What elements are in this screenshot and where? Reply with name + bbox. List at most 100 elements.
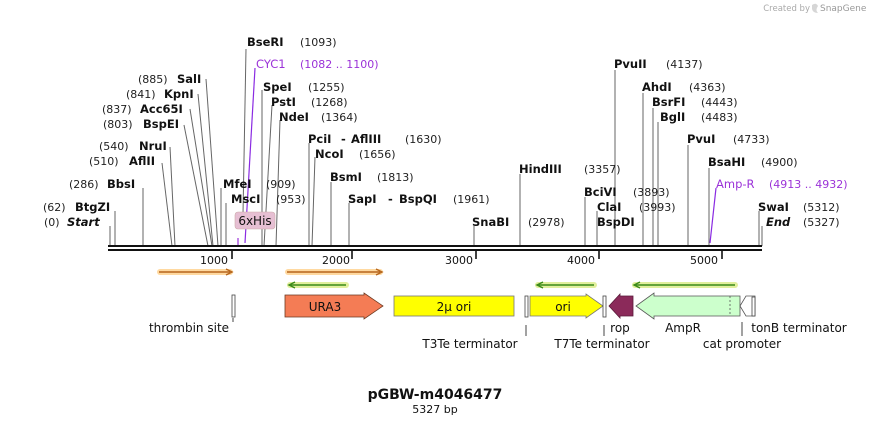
- feature-ampr[interactable]: AmpR: [635, 292, 741, 335]
- annotation-cyc1[interactable]: CYC1 (1082 .. 1100): [256, 57, 379, 71]
- site-msci[interactable]: MscI (953): [231, 192, 306, 206]
- feature-6xhis[interactable]: 6xHis: [234, 211, 276, 246]
- site-bseri[interactable]: BseRI (1093): [247, 35, 337, 49]
- feature-tonb-terminator[interactable]: tonB terminator: [751, 296, 847, 335]
- site-name: PciI: [308, 132, 331, 146]
- site-labels: (0) Start (62) BtgZI (286) BbsI (510) Af…: [43, 35, 848, 229]
- site-pos: (540): [99, 140, 129, 153]
- site-end[interactable]: End (5327): [766, 215, 840, 229]
- site-bsahi[interactable]: BsaHI (4900): [708, 155, 798, 169]
- site-pos: (3893): [633, 186, 670, 199]
- site-bsmi[interactable]: BsmI (1813): [330, 170, 414, 184]
- feature-label: cat promoter: [703, 337, 781, 351]
- site-name: Acc65I: [140, 102, 183, 116]
- site-bcivi[interactable]: BciVI (3893): [584, 185, 670, 199]
- site-ndei[interactable]: NdeI (1364): [279, 110, 358, 124]
- site-pos: (1813): [377, 171, 414, 184]
- annotation-range: (1082 .. 1100): [300, 58, 379, 71]
- site-hindiii[interactable]: HindIII (3357): [519, 162, 621, 176]
- feature-2mu-ori[interactable]: 2μ ori: [393, 295, 515, 317]
- site-pvuii[interactable]: PvuII (4137): [614, 57, 703, 71]
- site-start[interactable]: (0) Start: [44, 215, 100, 229]
- feature-cat-promoter[interactable]: cat promoter: [703, 295, 781, 351]
- leader-acc65i: [189, 108, 213, 247]
- feature-t3te-terminator[interactable]: T3Te terminator: [421, 295, 529, 351]
- site-pos: (3357): [584, 163, 621, 176]
- site-name: BspEI: [143, 117, 179, 131]
- site-psti[interactable]: PstI (1268): [271, 95, 348, 109]
- site-swai[interactable]: SwaI (5312): [758, 200, 840, 214]
- site-ahdi[interactable]: AhdI (4363): [642, 80, 726, 94]
- site-btgzi[interactable]: (62) BtgZI: [43, 200, 110, 214]
- orf-arrow-left: [632, 281, 738, 289]
- feature-track: thrombin site URA3 2μ ori T3Te terminato…: [149, 292, 847, 351]
- orf-arrow-left: [287, 281, 349, 289]
- site-sapi[interactable]: SapI - BspQI (1961): [348, 192, 490, 206]
- site-bbsi[interactable]: (286) BbsI: [69, 177, 135, 191]
- feature-ura3[interactable]: URA3: [284, 292, 384, 320]
- feature-rop[interactable]: rop: [608, 292, 634, 335]
- site-aflii[interactable]: (510) AflII: [89, 154, 155, 168]
- feature-ori[interactable]: ori: [529, 293, 604, 319]
- site-name: MscI: [231, 192, 260, 206]
- site-name2: AflIII: [351, 132, 381, 146]
- feature-label: ori: [555, 300, 571, 314]
- site-separator: -: [388, 192, 393, 206]
- site-name: PvuII: [614, 57, 647, 71]
- site-name: MfeI: [223, 177, 252, 191]
- site-name: BciVI: [584, 185, 617, 199]
- site-sali[interactable]: (885) SalI: [138, 72, 201, 86]
- annotation-name: Amp-R: [716, 177, 755, 191]
- site-pvui[interactable]: PvuI (4733): [687, 132, 770, 146]
- site-name: AhdI: [642, 80, 672, 94]
- site-name: SalI: [177, 72, 201, 86]
- feature-label: 6xHis: [238, 214, 271, 228]
- site-name: End: [766, 215, 791, 229]
- site-pos: (4443): [701, 96, 738, 109]
- credit-prefix: Created by: [763, 4, 810, 14]
- site-pcii[interactable]: PciI - AflIII (1630): [308, 132, 442, 146]
- site-name: BsrFI: [652, 95, 685, 109]
- site-ncoi[interactable]: NcoI (1656): [315, 147, 396, 161]
- site-leaders: [109, 48, 763, 247]
- annotation-ampr-range[interactable]: Amp-R (4913 .. 4932): [716, 177, 848, 191]
- site-bspdi[interactable]: BspDI: [597, 215, 635, 229]
- site-name: BtgZI: [75, 200, 110, 214]
- site-kpni[interactable]: (841) KpnI: [126, 87, 194, 101]
- 6xhis-box: [234, 211, 276, 230]
- site-name: Start: [67, 215, 100, 229]
- site-clai[interactable]: ClaI (3993): [597, 200, 676, 214]
- feature-label: T3Te terminator: [421, 337, 517, 351]
- site-pos: (4900): [761, 156, 798, 169]
- feature-t7te-terminator[interactable]: T7Te terminator: [553, 295, 650, 351]
- snapgene-logo-icon: [812, 3, 818, 13]
- site-mfei[interactable]: MfeI (909): [223, 177, 296, 191]
- feature-thrombin[interactable]: thrombin site: [149, 294, 236, 335]
- site-pos: (1268): [311, 96, 348, 109]
- leader-aflii: [161, 162, 173, 247]
- site-pos: (1961): [453, 193, 490, 206]
- site-bspei[interactable]: (803) BspEI: [103, 117, 179, 131]
- site-name: KpnI: [164, 87, 194, 101]
- site-name: SwaI: [758, 200, 789, 214]
- site-name: NruI: [139, 139, 167, 153]
- site-acc65i[interactable]: (837) Acc65I: [102, 102, 183, 116]
- site-pos: (5312): [803, 201, 840, 214]
- backbone-bottom: [108, 249, 762, 251]
- ruler-label: 1000: [200, 254, 228, 267]
- site-pos: (5327): [803, 216, 840, 229]
- site-pos: (4483): [701, 111, 738, 124]
- site-nrui[interactable]: (540) NruI: [99, 139, 167, 153]
- leader-sali: [205, 78, 219, 247]
- site-bgli[interactable]: BglI (4483): [660, 110, 738, 124]
- site-spei[interactable]: SpeI (1255): [263, 80, 345, 94]
- site-bsrfi[interactable]: BsrFI (4443): [652, 95, 738, 109]
- site-snabi[interactable]: SnaBI (2978): [472, 215, 565, 229]
- site-name: PvuI: [687, 132, 715, 146]
- leader-ncoi: [311, 156, 316, 247]
- ruler-label: 3000: [445, 254, 473, 267]
- site-pos: (4733): [733, 133, 770, 146]
- feature-label: rop: [610, 321, 630, 335]
- site-pos: (1656): [359, 148, 396, 161]
